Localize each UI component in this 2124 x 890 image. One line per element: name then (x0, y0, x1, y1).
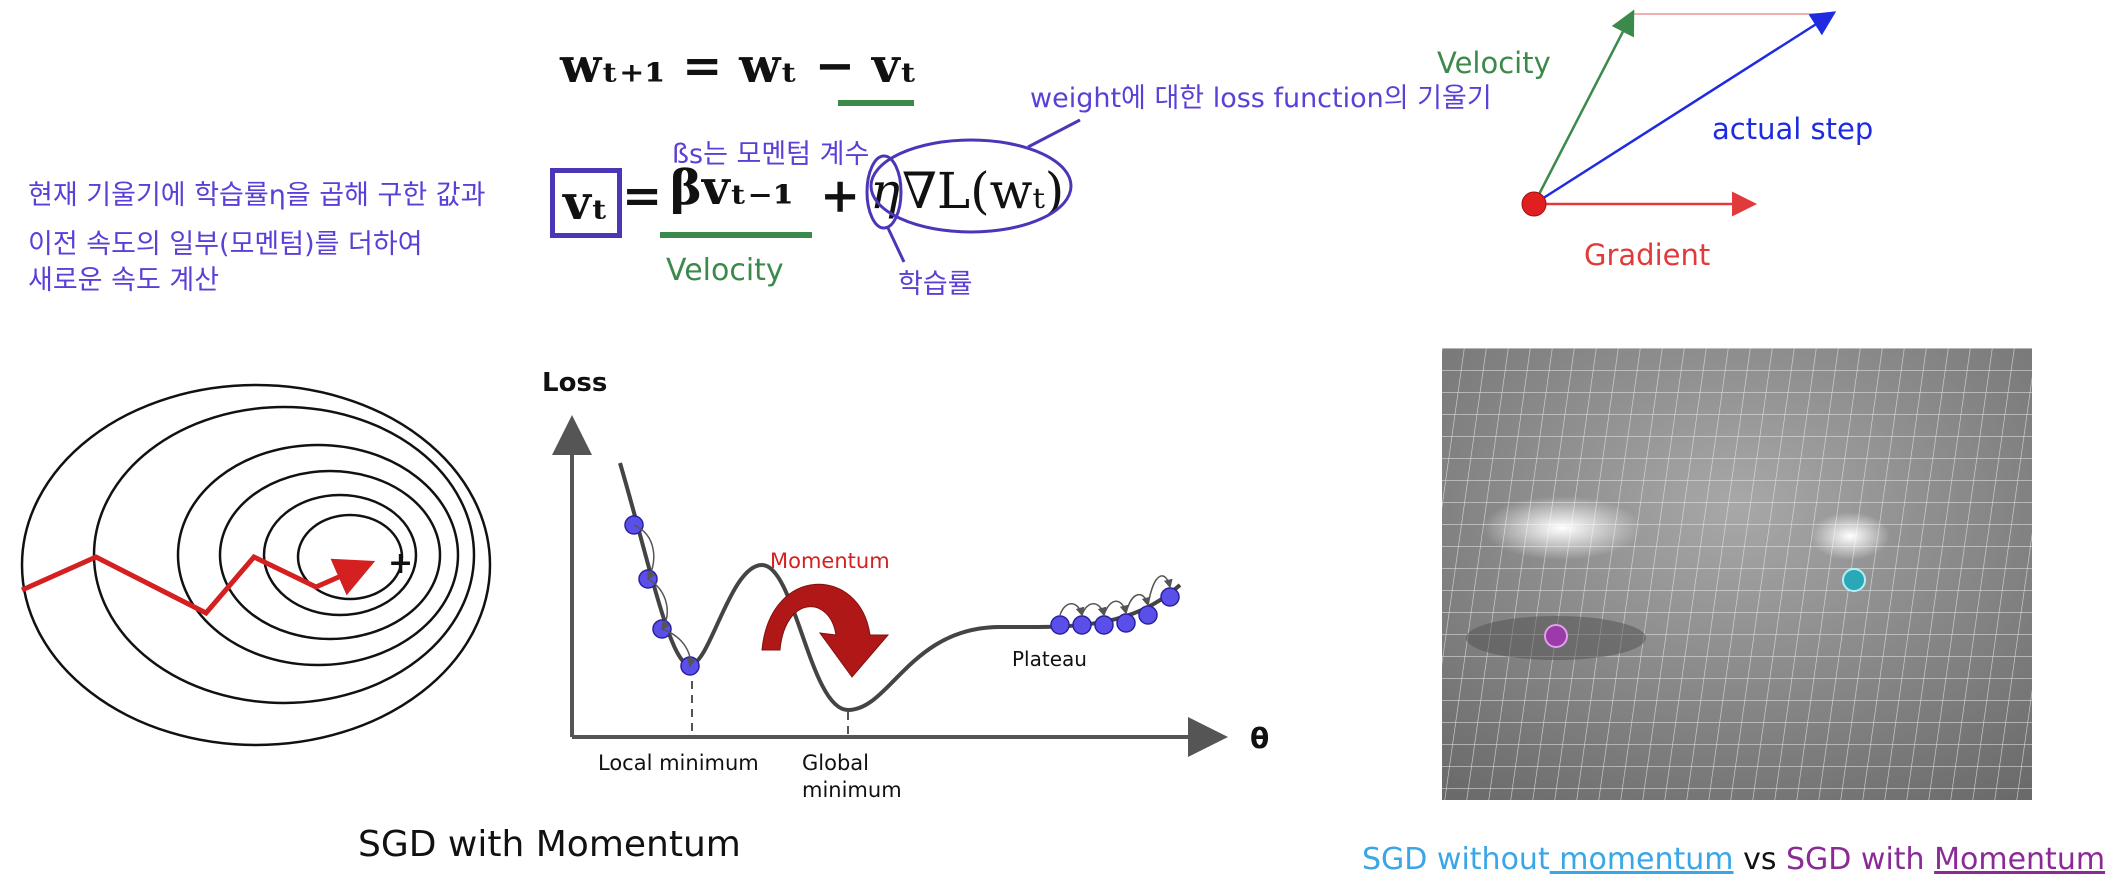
local-minimum-label: Local minimum (598, 751, 759, 775)
momentum-green-underline (660, 232, 812, 238)
vector-velocity-label: Velocity (1437, 46, 1551, 80)
contour-5 (262, 493, 418, 617)
actual-step-arrow (1533, 11, 1837, 206)
caption-momentum-link-2[interactable]: Momentum (1934, 842, 2106, 877)
loss-surface-render (1442, 348, 2032, 800)
hop-arc (1081, 603, 1107, 617)
loss-curve (618, 462, 1182, 713)
contour-1 (20, 383, 492, 747)
sgd-path (20, 553, 376, 617)
left-note-line-1: 현재 기울기에 학습률η을 곱해 구한 값과 (28, 180, 486, 211)
hop-arc (1103, 600, 1129, 616)
equation-decorations (865, 118, 1081, 263)
optimum-plus: + (388, 546, 413, 581)
caption-momentum-link-1[interactable]: momentum (1549, 842, 1734, 877)
contour-plot: + (20, 383, 492, 747)
momentum-arrow (761, 583, 890, 678)
eta-oval (865, 154, 903, 230)
velocity-arrow (1532, 9, 1635, 205)
momentum-label: Momentum (770, 549, 890, 573)
contour-4 (218, 469, 442, 641)
hop-arc (1125, 594, 1151, 614)
vector-gradient-label: Gradient (1584, 238, 1711, 272)
right-caption: SGD without momentum vs SGD with Momentu… (1362, 842, 2105, 877)
update-equation: wₜ₊₁ = wₜ − vₜ (560, 38, 918, 94)
hop-arc (647, 578, 671, 631)
ball (1160, 587, 1180, 607)
vector-diagram (1521, 9, 1837, 217)
lr-leader (886, 227, 906, 263)
light-glow-right (1810, 512, 1890, 560)
velocity-equals: = (622, 168, 663, 224)
ball (1050, 615, 1070, 635)
caption-sgd-without: SGD without (1362, 842, 1550, 877)
vt-green-underline (838, 100, 914, 106)
velocity-label: Velocity (666, 253, 784, 288)
global-minimum-label-2: minimum (802, 778, 902, 802)
vector-actual-step-label: actual step (1712, 112, 1874, 146)
surface-mesh (1442, 348, 2032, 800)
caption-sgd-with: SGD with (1786, 842, 1935, 877)
contour-2 (92, 405, 476, 705)
momentum-term: βvₜ₋₁ (670, 160, 794, 216)
ball (1116, 613, 1136, 633)
light-glow-left (1482, 496, 1642, 560)
left-caption: SGD with Momentum (358, 824, 741, 865)
learning-rate-label: 학습률 (898, 269, 973, 300)
ball (1138, 605, 1158, 625)
hop-arc (633, 524, 656, 581)
magenta-ball (1544, 624, 1568, 648)
origin-point (1521, 191, 1547, 217)
cyan-ball (1842, 568, 1866, 592)
gradient-note: weight에 대한 loss function의 기울기 (1030, 83, 1492, 114)
contour-6 (296, 513, 404, 601)
beta-note: ßs는 모멘텀 계수 (672, 139, 870, 170)
loss-axis-label: Loss (542, 368, 608, 398)
caption-vs: vs (1733, 842, 1786, 877)
plateau-label: Plateau (1012, 647, 1087, 671)
left-note-line-3: 새로운 속도 계산 (28, 265, 220, 296)
contour-3 (176, 443, 460, 667)
grad-note-leader (1027, 118, 1081, 149)
ball (1072, 615, 1092, 635)
theta-axis-label: θ (1250, 722, 1270, 755)
hop-arc (1147, 575, 1173, 606)
hop-arc (1059, 603, 1085, 617)
left-note-line-2: 이전 속도의 일부(모멘텀)를 더하여 (28, 229, 423, 260)
loss-curve-plot (552, 415, 1228, 757)
vt-boxed: vₜ (550, 168, 622, 238)
velocity-plus: + (820, 168, 861, 224)
global-minimum-label-1: Global (802, 751, 869, 775)
hop-arc (661, 628, 696, 668)
gradient-term: ∇L(wₜ) (902, 162, 1065, 220)
ball (1094, 615, 1114, 635)
gradient-oval (869, 138, 1073, 234)
